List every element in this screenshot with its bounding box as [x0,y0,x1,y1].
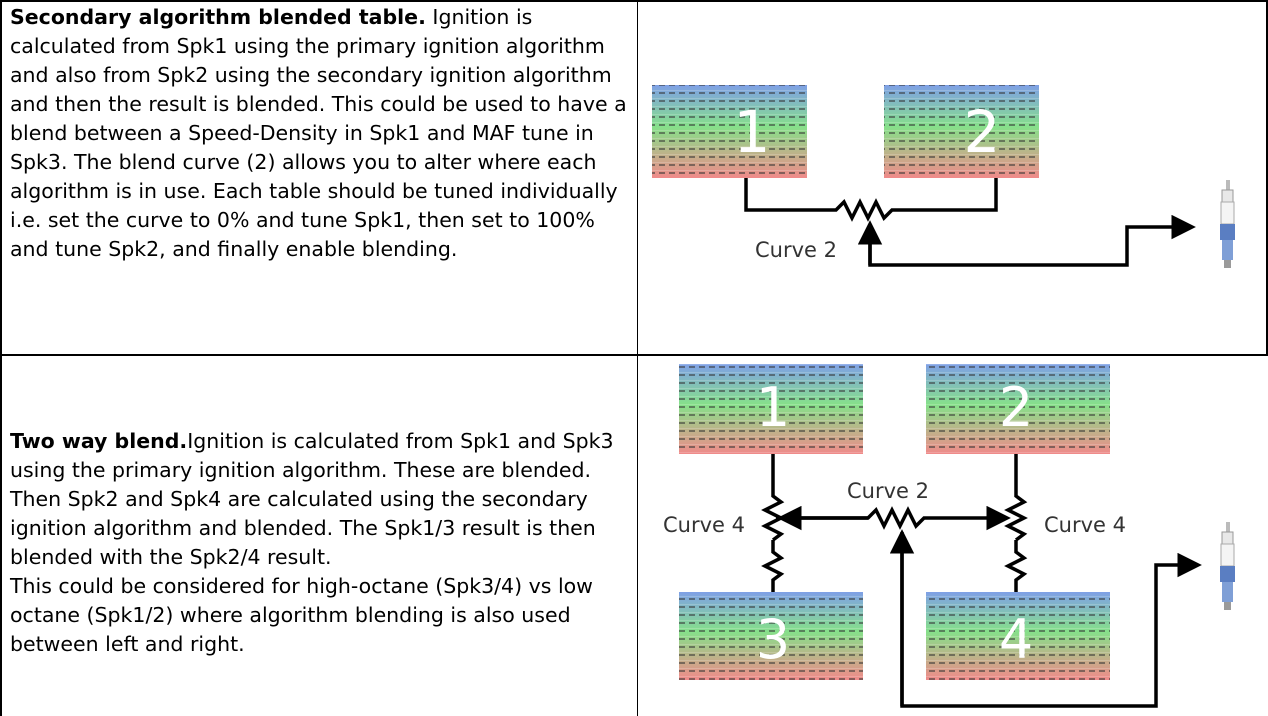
curve-2-output-line [857,214,1196,267]
ignition-table-3: 3 [679,592,863,680]
column-divider [637,0,638,716]
output-line [889,529,1202,708]
curve-4-left-label: Curve 4 [663,513,745,537]
table-number-1: 1 [734,98,771,166]
ignition-table-2: 2 [926,364,1110,454]
row-1-title: Secondary algorithm blended table. [10,5,426,29]
row-2-title: Two way blend. [10,429,188,453]
diagram-two-way-blend: 1 2 3 4 Curve 2 Curve 4 Curve 4 [663,364,1235,708]
table-number-2: 2 [964,98,1001,166]
table-number-4: 4 [999,608,1033,671]
right-blend-connector [1004,454,1028,592]
ignition-table-1: 1 [679,364,863,454]
curve-2-connector [776,505,1011,531]
diagram-secondary-blend: 1 2 Curve 2 [652,85,1235,268]
table-border-right [1266,0,1268,354]
ignition-table-4: 4 [926,592,1110,680]
table-number-3: 3 [756,608,790,671]
blend-connector [744,178,998,222]
left-blend-connector [761,454,785,592]
curve-4-right-label: Curve 4 [1044,513,1126,537]
spark-plug-icon [1220,522,1235,610]
ignition-table-1: 1 [652,85,807,178]
ignition-table-2: 2 [884,85,1039,178]
row-2-paragraph-2: This could be considered for high-octane… [10,574,593,656]
row-divider [0,354,1268,356]
spark-plug-icon [1220,180,1235,268]
row-2-description: Two way blend.Ignition is calculated fro… [10,427,636,659]
curve-2-label: Curve 2 [847,479,929,503]
table-border-left [0,0,2,716]
table-number-1: 1 [756,376,790,439]
table-border-top [0,0,1268,2]
row-2-body: Ignition is calculated from Spk1 and Spk… [10,429,614,569]
row-2-paragraph-1: Two way blend.Ignition is calculated fro… [10,427,636,572]
row-1-body: Ignition is calculated from Spk1 using t… [10,5,627,261]
table-number-2: 2 [999,376,1033,439]
curve-2-label: Curve 2 [755,238,837,262]
row-1-description: Secondary algorithm blended table. Ignit… [10,3,636,264]
